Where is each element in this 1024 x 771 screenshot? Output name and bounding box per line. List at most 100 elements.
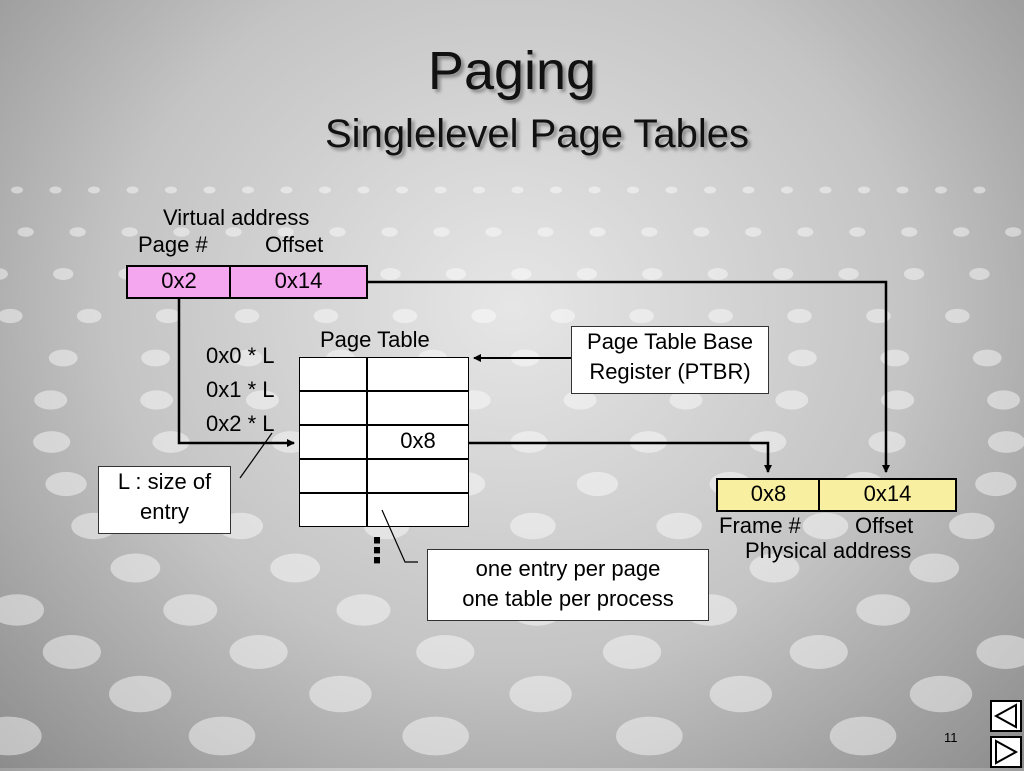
- page-table-cell: [367, 459, 469, 493]
- background-dot: [393, 309, 418, 323]
- ptbr-line-1: Page Table Base: [572, 327, 768, 357]
- background-dot: [743, 187, 755, 194]
- background-dot: [987, 390, 1020, 409]
- background-dot: [790, 635, 848, 669]
- background-dot: [446, 268, 466, 280]
- background-dot: [33, 431, 70, 453]
- background-dot: [281, 187, 293, 194]
- background-dot: [204, 187, 216, 194]
- background-dot: [953, 227, 969, 236]
- background-dot: [708, 309, 733, 323]
- background-dot: [50, 187, 62, 194]
- background-dot: [0, 594, 44, 626]
- ptbr-box: Page Table Base Register (PTBR): [571, 326, 769, 394]
- page-table-cell: [299, 391, 367, 425]
- background-dot: [473, 187, 485, 194]
- background-dot: [749, 431, 786, 453]
- background-dot: [787, 309, 812, 323]
- row-label-1: 0x1 * L: [206, 377, 275, 403]
- background-dot: [603, 635, 661, 669]
- page-number-label: Page #: [138, 232, 208, 258]
- background-dot: [897, 187, 909, 194]
- physical-offset-label: Offset: [855, 513, 913, 539]
- physical-offset-cell: 0x14: [818, 478, 957, 512]
- background-dot: [550, 187, 562, 194]
- background-dot: [109, 676, 171, 712]
- background-dot: [666, 187, 678, 194]
- background-dot: [803, 513, 849, 540]
- background-dot: [512, 187, 524, 194]
- background-dot: [435, 187, 447, 194]
- virtual-address-label: Virtual address: [163, 205, 309, 231]
- slide-title: Paging: [0, 40, 1024, 102]
- background-dot: [577, 472, 618, 496]
- background-dot: [589, 187, 601, 194]
- background-dot: [314, 309, 339, 323]
- background-dot: [745, 227, 761, 236]
- background-dot: [880, 350, 909, 367]
- background-dot: [773, 268, 793, 280]
- background-dot: [775, 390, 808, 409]
- entry-note-line-2: one table per process: [428, 584, 708, 614]
- background-dot: [820, 187, 832, 194]
- ptbr-line-2: Register (PTBR): [572, 357, 768, 387]
- background-dot: [53, 268, 73, 280]
- background-dot: [358, 187, 370, 194]
- background-dot: [797, 227, 813, 236]
- row-label-2: 0x2 * L: [206, 411, 275, 437]
- background-dot: [49, 350, 78, 367]
- virtual-offset-cell: 0x14: [229, 265, 368, 299]
- background-dot: [838, 268, 858, 280]
- background-dot: [0, 309, 23, 323]
- background-dot: [616, 717, 683, 756]
- page-table-cell: [299, 425, 367, 459]
- background-dot: [869, 431, 906, 453]
- page-table-cell: [299, 357, 367, 391]
- background-dot: [396, 187, 408, 194]
- background-dot: [537, 227, 553, 236]
- background-dot: [910, 676, 972, 712]
- background-dot: [945, 309, 970, 323]
- background-dot: [830, 717, 897, 756]
- triangle-right-icon: [992, 738, 1020, 766]
- background-dot: [577, 268, 597, 280]
- background-dot: [319, 187, 331, 194]
- background-dot: [866, 309, 891, 323]
- physical-address-label: Physical address: [745, 538, 911, 564]
- background-dot: [402, 717, 469, 756]
- background-dot: [909, 553, 959, 582]
- next-slide-button[interactable]: [990, 736, 1022, 768]
- background-dot: [0, 717, 42, 756]
- background-dot: [935, 187, 947, 194]
- background-dot: [510, 431, 547, 453]
- background-dot: [788, 350, 817, 367]
- virtual-page-cell: 0x2: [126, 265, 232, 299]
- background-dot: [509, 676, 571, 712]
- triangle-left-icon: [992, 702, 1020, 730]
- background-dot: [156, 309, 181, 323]
- background-dot: [70, 227, 86, 236]
- background-dot: [141, 350, 170, 367]
- page-table-cell: 0x8: [367, 425, 469, 459]
- background-dot: [11, 187, 23, 194]
- background-dot: [710, 676, 772, 712]
- background-dot: [416, 635, 474, 669]
- previous-slide-button[interactable]: [990, 700, 1022, 732]
- frame-number-label: Frame #: [719, 513, 801, 539]
- background-dot: [337, 594, 391, 626]
- page-table-label: Page Table: [320, 327, 430, 353]
- background-dot: [242, 187, 254, 194]
- background-dot: [189, 717, 256, 756]
- background-dot: [988, 431, 1024, 453]
- background-dot: [976, 635, 1024, 669]
- background-dot: [781, 187, 793, 194]
- background-dot: [140, 390, 173, 409]
- background-dot: [88, 187, 100, 194]
- background-dot: [163, 594, 217, 626]
- entry-per-page-note: one entry per page one table per process: [427, 549, 709, 621]
- background-dot: [229, 635, 287, 669]
- background-dot: [511, 268, 531, 280]
- background-dot: [77, 309, 102, 323]
- background-dot: [152, 431, 189, 453]
- background-dot: [973, 350, 1002, 367]
